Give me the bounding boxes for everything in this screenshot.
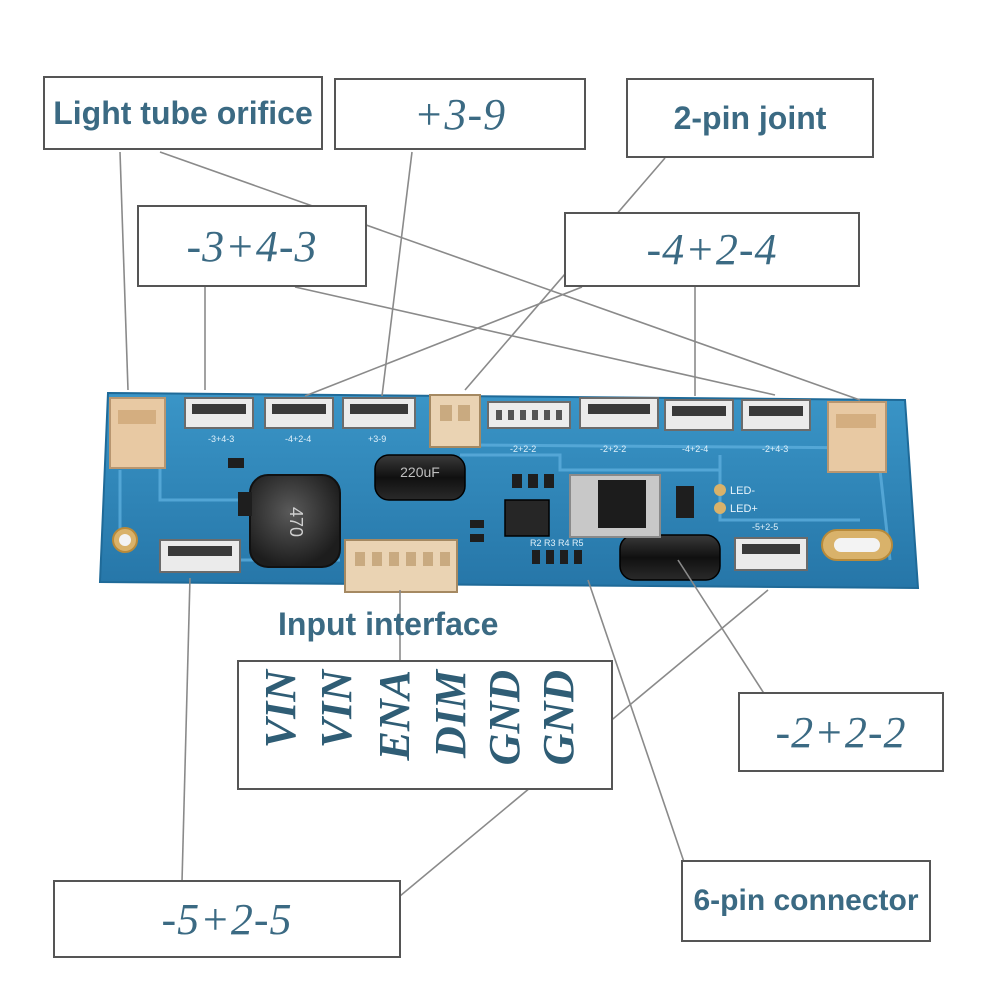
leader-minus-5-2-5-a (181, 577, 191, 883)
leader-light-tube-left (119, 151, 129, 391)
silk-c4: -2+2-2 (510, 444, 536, 454)
inductor (249, 474, 341, 568)
top-connectors (184, 397, 811, 431)
two-pin-joint-part (429, 394, 481, 448)
led-minus-label: LED- (730, 485, 755, 497)
inductor-label: 470 (286, 507, 306, 537)
silk-c2: -4+2-4 (285, 434, 311, 444)
silk-c7: -2+4-3 (762, 444, 788, 454)
tube-socket-left (109, 397, 166, 469)
leader-minus-4-2-4-b (304, 286, 583, 397)
smd-parts (228, 458, 582, 564)
label-6-pin-connector: 6-pin connector (681, 860, 931, 942)
ic-chip (504, 499, 550, 537)
diode (676, 486, 694, 518)
pin-5: GND (480, 670, 529, 766)
silk-resistors: R2 R3 R4 R5 (530, 538, 584, 548)
pin-4: DIM (426, 670, 475, 759)
label-minus-3-4-3: -3+4-3 (137, 205, 367, 287)
tube-socket-right (827, 401, 887, 473)
silk-c1: -3+4-3 (208, 434, 234, 444)
led-plus-label: LED+ (730, 503, 758, 515)
cap-label: 220uF (400, 464, 440, 480)
pin-3: ENA (370, 670, 419, 761)
silk-c8: -5+2-5 (752, 522, 778, 532)
silk-c3: +3-9 (368, 434, 386, 444)
label-2-pin-joint: 2-pin joint (626, 78, 874, 158)
electrolytic-cap-top (374, 454, 466, 501)
label-minus-4-2-4: -4+2-4 (564, 212, 860, 287)
pin-1: VIN (256, 670, 305, 749)
pin-2: VIN (312, 670, 361, 749)
silk-c6: -4+2-4 (682, 444, 708, 454)
leader-plus-3-9 (381, 151, 413, 397)
label-plus-3-9: +3-9 (334, 78, 586, 150)
silk-c5: -2+2-2 (600, 444, 626, 454)
mosfet (598, 480, 646, 528)
input-pins-box: VIN VIN ENA DIM GND GND (237, 660, 613, 790)
leader-minus-2-2-2 (677, 559, 766, 696)
label-minus-5-2-5: -5+2-5 (53, 880, 401, 958)
label-light-tube-orifice: Light tube orifice (43, 76, 323, 150)
label-minus-2-2-2: -2+2-2 (738, 692, 944, 772)
label-input-interface: Input interface (278, 606, 499, 642)
pin-6: GND (534, 670, 583, 766)
electrolytic-cap-bottom (619, 534, 721, 581)
leader-minus-3-4-3-b (294, 286, 776, 396)
leader-light-tube-right (159, 151, 861, 401)
leader-six-pin (587, 579, 685, 863)
